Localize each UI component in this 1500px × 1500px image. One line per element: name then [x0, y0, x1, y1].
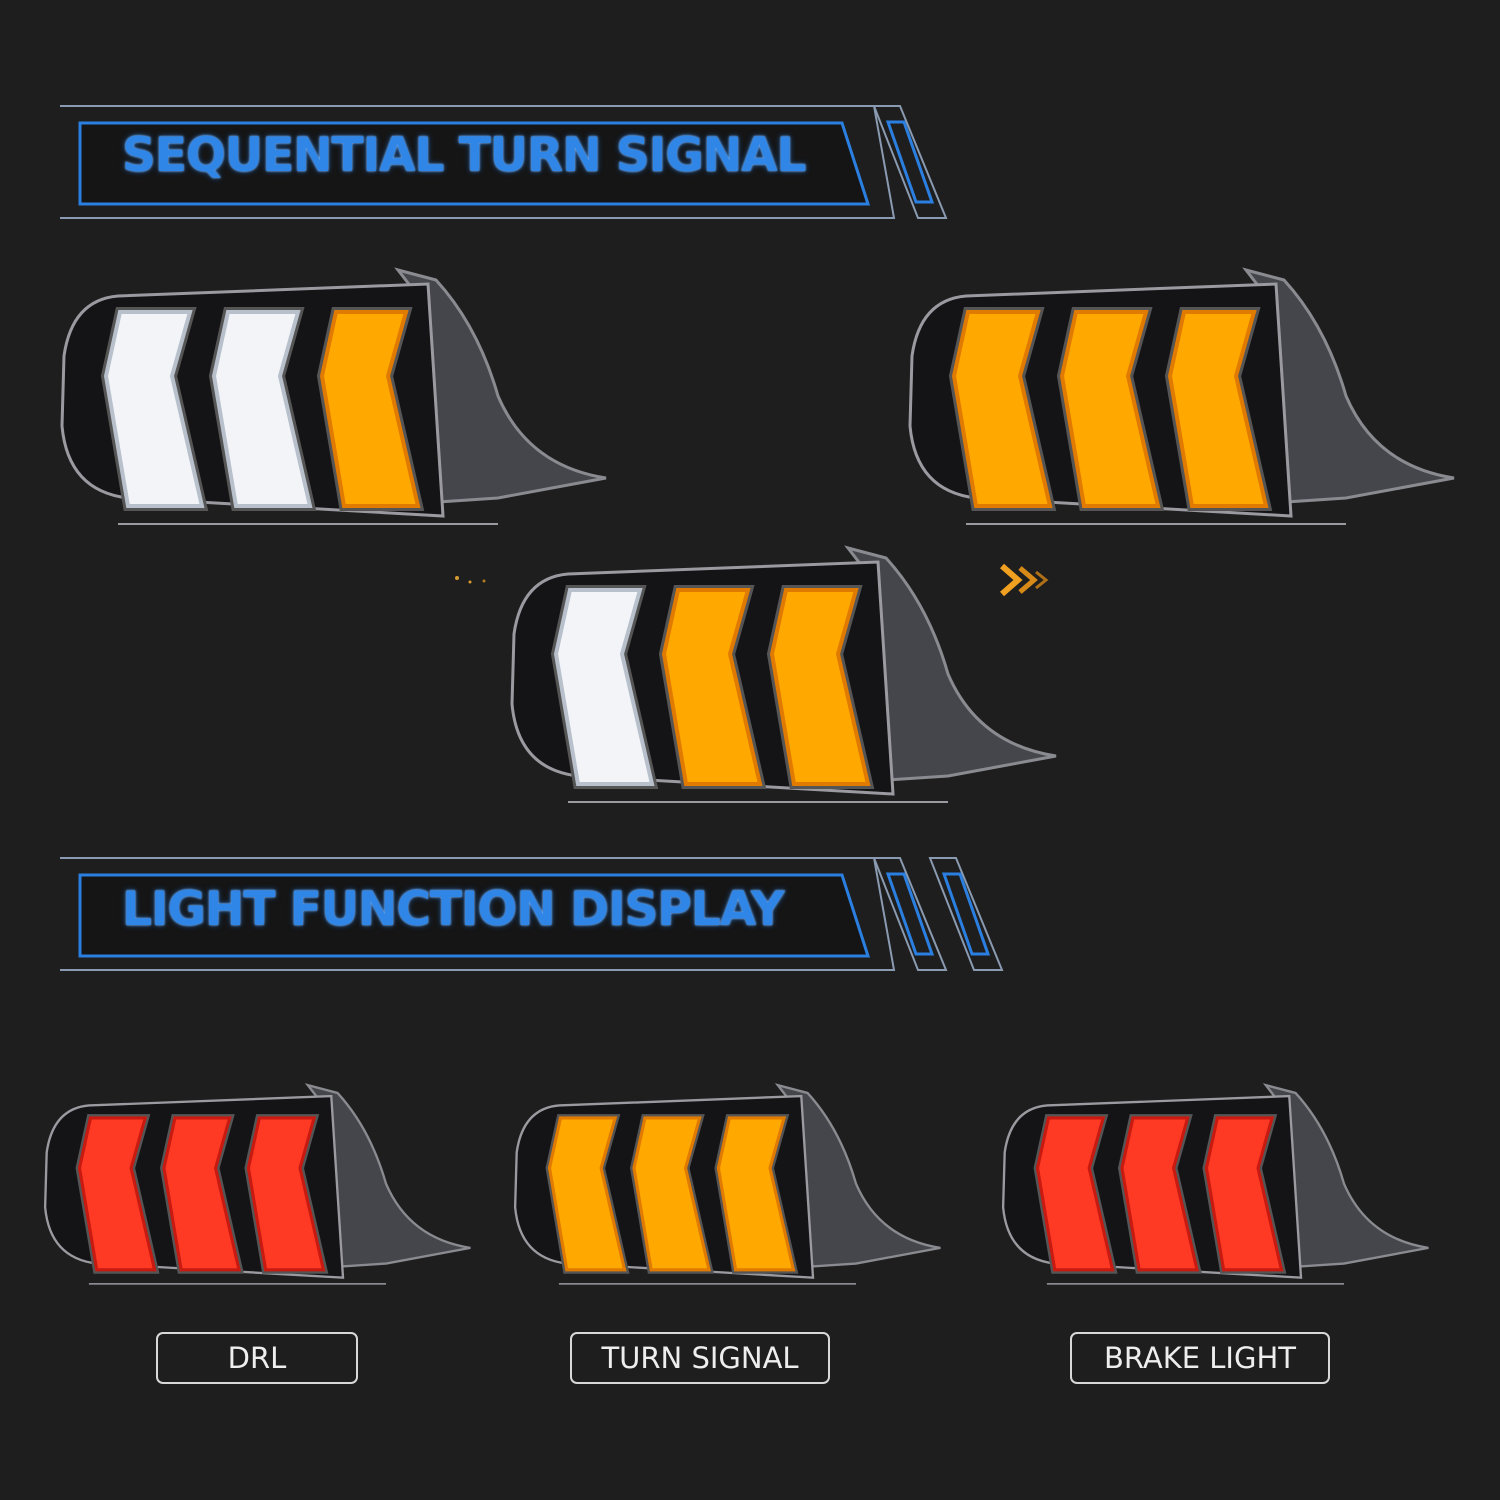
- led-bar-amber: [632, 1116, 711, 1272]
- led-bar-white: [103, 310, 205, 508]
- led-bar-white: [553, 588, 655, 786]
- banner-frame: [60, 105, 948, 219]
- led-bar-amber: [716, 1116, 796, 1272]
- label-turn-signal: TURN SIGNAL: [570, 1332, 830, 1384]
- taillight-drl: [42, 1082, 472, 1287]
- section-banner-sequential: SEQUENTIAL TURN SIGNAL: [0, 100, 1020, 230]
- led-bar-amber: [661, 588, 763, 786]
- taillight-graphic: [43, 1083, 471, 1285]
- section-banner-function: LIGHT FUNCTION DISPLAY: [0, 852, 1020, 982]
- led-bar-red: [77, 1116, 157, 1272]
- housing-flange: [1262, 1083, 1429, 1268]
- housing-flange: [304, 1083, 471, 1268]
- label-drl: DRL: [156, 1332, 358, 1384]
- section-title: LIGHT FUNCTION DISPLAY: [122, 882, 785, 937]
- banner-frame: [60, 857, 1004, 971]
- led-bar-amber: [951, 310, 1053, 508]
- led-bar-amber: [319, 310, 421, 508]
- housing-flange: [394, 267, 607, 504]
- taillight-graphic: [908, 267, 1455, 525]
- housing-flange: [844, 545, 1057, 782]
- led-bar-amber: [1059, 310, 1161, 508]
- taillight-sequence-step-2: [508, 544, 1058, 806]
- led-bar-red: [1204, 1116, 1284, 1272]
- led-bar-red: [1035, 1116, 1115, 1272]
- label-brake-light: BRAKE LIGHT: [1070, 1332, 1330, 1384]
- led-bar-red: [162, 1116, 241, 1272]
- sparkle-dots-icon: [455, 576, 486, 584]
- housing-flange: [774, 1083, 941, 1268]
- led-bar-amber: [769, 588, 871, 786]
- taillight-sequence-step-3: [906, 266, 1456, 528]
- taillight-sequence-step-1: [58, 266, 608, 528]
- led-bar-amber: [1167, 310, 1269, 508]
- housing-flange: [1242, 267, 1455, 504]
- double-chevron-right-icon: [1000, 563, 1049, 597]
- section-title: SEQUENTIAL TURN SIGNAL: [122, 128, 806, 183]
- taillight-graphic: [510, 545, 1057, 803]
- taillight-graphic: [513, 1083, 941, 1285]
- led-bar-amber: [547, 1116, 627, 1272]
- led-bar-red: [246, 1116, 326, 1272]
- led-bar-red: [1120, 1116, 1199, 1272]
- taillight-graphic: [1001, 1083, 1429, 1285]
- taillight-brake-light: [1000, 1082, 1430, 1287]
- led-bar-white: [211, 310, 313, 508]
- taillight-graphic: [60, 267, 607, 525]
- taillight-turn-signal: [512, 1082, 942, 1287]
